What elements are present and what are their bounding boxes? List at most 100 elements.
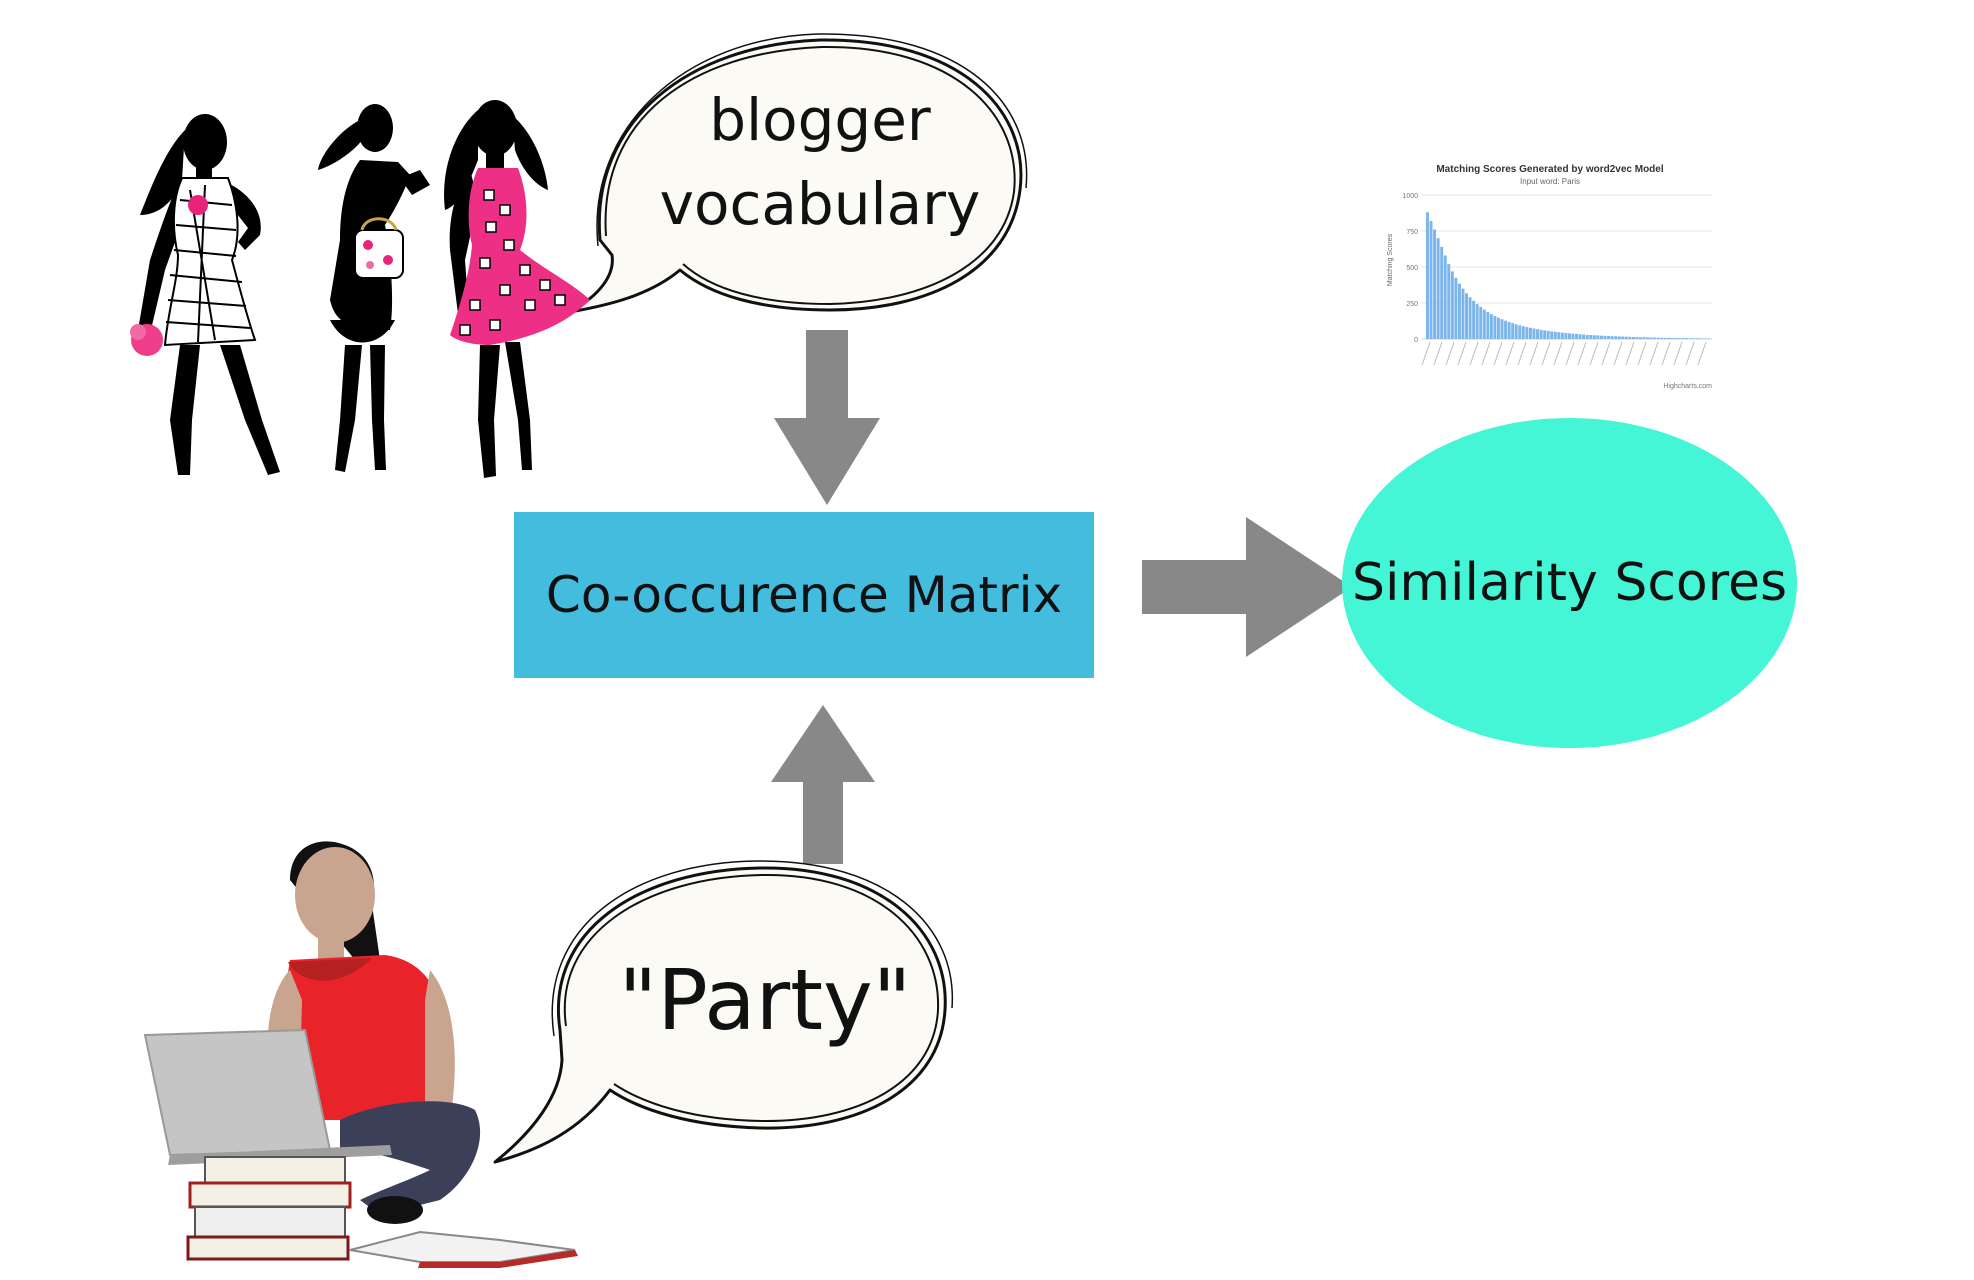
chart-bar — [1603, 335, 1607, 339]
y-tick-750: 750 — [1406, 229, 1418, 236]
chart-bar — [1514, 324, 1518, 339]
chart-bar — [1493, 315, 1497, 339]
y-tick-500: 500 — [1406, 265, 1418, 272]
chart-bar — [1617, 336, 1621, 339]
y-tick-1000: 1000 — [1402, 193, 1418, 200]
chart-bar — [1450, 271, 1454, 339]
chart-bar — [1560, 332, 1564, 339]
chart-bar — [1614, 336, 1618, 339]
chart-bar — [1646, 337, 1650, 339]
chart-bar — [1521, 326, 1525, 339]
chart-bar — [1575, 333, 1579, 339]
chart-bar — [1688, 338, 1692, 339]
silhouette-woman-2 — [318, 104, 430, 472]
chart-bar — [1674, 337, 1678, 339]
chart-x-tick-marks — [1421, 341, 1707, 366]
chart-bar — [1571, 333, 1575, 339]
chart-bar — [1518, 325, 1522, 339]
blogger-speech-bubble — [568, 33, 1028, 314]
book-stack-icon — [186, 1156, 352, 1261]
y-tick-0: 0 — [1414, 337, 1418, 344]
chart-bar — [1454, 277, 1458, 339]
blogger-line-1: blogger — [709, 86, 931, 154]
chart-credit: Highcharts.com — [1663, 383, 1712, 390]
chart-bar — [1631, 336, 1635, 339]
chart-y-axis-label: Matching Scores — [1387, 233, 1394, 286]
arrow-right — [1142, 517, 1352, 657]
chart-bar — [1635, 337, 1639, 339]
open-book-icon — [349, 1230, 578, 1268]
arrow-down — [774, 330, 880, 505]
chart-bar — [1497, 317, 1500, 339]
chart-bar — [1607, 335, 1610, 339]
chart-bar — [1670, 337, 1674, 339]
matching-scores-chart: Matching Scores Generated by word2vec Mo… — [1387, 164, 1712, 390]
blogger-line-2: vocabulary — [659, 170, 981, 238]
silhouette-woman-3 — [444, 100, 590, 478]
chart-bar — [1667, 337, 1671, 339]
silhouette-woman-1 — [130, 114, 280, 475]
chart-bar — [1472, 300, 1476, 339]
chart-bar — [1706, 338, 1710, 339]
chart-bar — [1578, 334, 1582, 339]
chart-bar — [1479, 307, 1483, 339]
chart-bar — [1678, 338, 1681, 339]
chart-bar — [1695, 338, 1699, 339]
chart-bar — [1546, 330, 1550, 339]
chart-bar — [1528, 327, 1532, 339]
chart-bar — [1482, 309, 1486, 339]
party-speech-bubble — [493, 860, 954, 1164]
chart-bar — [1507, 322, 1511, 339]
chart-y-ticks: 1000 750 500 250 0 — [1402, 193, 1418, 344]
chart-bar — [1543, 330, 1547, 339]
chart-bar — [1624, 336, 1628, 339]
chart-bars — [1426, 212, 1710, 339]
chart-bar — [1649, 337, 1653, 339]
chart-bar — [1699, 338, 1703, 339]
chart-bar — [1553, 331, 1557, 339]
chart-bar — [1486, 311, 1490, 339]
chart-bar — [1639, 337, 1642, 339]
similarity-scores-label: Similarity Scores — [1351, 553, 1788, 613]
chart-bar — [1653, 337, 1657, 339]
chart-bar — [1621, 336, 1625, 339]
chart-bar — [1489, 314, 1493, 339]
chart-bar — [1433, 229, 1437, 339]
chart-bar — [1610, 336, 1614, 339]
chart-bar — [1656, 337, 1660, 339]
chart-bar — [1592, 335, 1596, 339]
chart-bar — [1525, 327, 1529, 339]
chart-bar — [1685, 338, 1689, 339]
chart-title: Matching Scores Generated by word2vec Mo… — [1436, 164, 1664, 175]
chart-bar — [1539, 329, 1543, 339]
co-occurrence-matrix-box: Co-occurence Matrix — [514, 512, 1094, 678]
chart-bar — [1429, 220, 1433, 339]
chart-bar — [1465, 293, 1468, 339]
chart-bar — [1447, 264, 1451, 339]
arrow-up — [771, 705, 875, 864]
chart-bar — [1585, 334, 1589, 339]
chart-bar — [1660, 337, 1664, 339]
chart-bar — [1582, 334, 1586, 339]
chart-bar — [1468, 297, 1472, 339]
co-occurrence-matrix-label: Co-occurence Matrix — [545, 566, 1063, 624]
chart-subtitle: Input word: Paris — [1520, 177, 1580, 186]
chart-bar — [1532, 328, 1536, 339]
chart-bar — [1628, 336, 1632, 339]
chart-bar — [1599, 335, 1603, 339]
chart-bar — [1500, 319, 1504, 339]
chart-bar — [1702, 338, 1706, 339]
chart-bar — [1443, 255, 1447, 339]
chart-bar — [1589, 334, 1593, 339]
chart-bar — [1475, 304, 1479, 339]
chart-bar — [1511, 323, 1515, 339]
chart-bar — [1692, 338, 1696, 339]
chart-bar — [1564, 332, 1568, 339]
blogger-vocabulary-text: blogger vocabulary — [620, 78, 1020, 246]
chart-bar — [1436, 238, 1440, 339]
chart-bar — [1550, 331, 1554, 339]
